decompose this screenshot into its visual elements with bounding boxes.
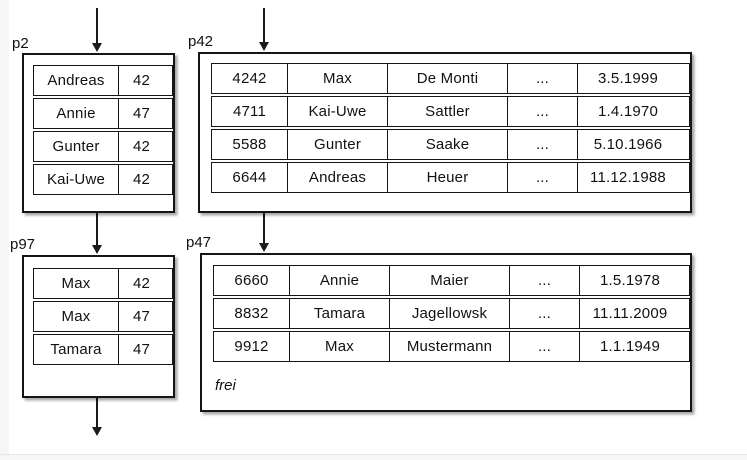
table-cell: Annie bbox=[56, 105, 96, 122]
table-cell: 11.11.2009 bbox=[579, 299, 680, 328]
table-cell: Kai-Uwe bbox=[46, 171, 106, 188]
table-cell: Tamara bbox=[289, 299, 389, 328]
bottom-page-edge bbox=[0, 454, 747, 460]
table-row: Tamara 47 bbox=[33, 334, 173, 365]
table-cell: Annie bbox=[289, 266, 389, 295]
table-cell: Sattler bbox=[387, 97, 507, 126]
table-row: Kai-Uwe 42 bbox=[33, 164, 173, 195]
table-cell: Max bbox=[287, 64, 387, 93]
table-cell: 1.5.1978 bbox=[579, 266, 680, 295]
table-cell: 42 bbox=[118, 66, 164, 95]
arrow-p2-to-p97-head-icon bbox=[92, 245, 102, 254]
arrow-top-to-p2-line bbox=[96, 8, 98, 44]
table-cell: 11.12.1988 bbox=[577, 163, 678, 192]
table-cell: ... bbox=[509, 332, 579, 361]
table-cell: Saake bbox=[387, 130, 507, 159]
arrow-p42-to-p47-head-icon bbox=[259, 243, 269, 252]
table-cell: ... bbox=[509, 266, 579, 295]
arrow-top-to-p42-line bbox=[263, 8, 265, 43]
free-space-label: frei bbox=[215, 377, 236, 394]
table-cell: Andreas bbox=[47, 72, 105, 89]
table-row: Gunter 42 bbox=[33, 131, 173, 162]
page-label-p47: p47 bbox=[186, 234, 212, 251]
table-cell: 42 bbox=[118, 165, 164, 194]
table-row: Max 42 bbox=[33, 268, 173, 299]
table-cell: Max bbox=[61, 308, 91, 325]
table-cell: ... bbox=[507, 163, 577, 192]
table-cell: Maier bbox=[389, 266, 509, 295]
table-cell: 6644 bbox=[232, 169, 267, 186]
table-cell: Mustermann bbox=[389, 332, 509, 361]
table-cell: ... bbox=[507, 130, 577, 159]
page-label-p2: p2 bbox=[12, 35, 29, 52]
table-cell: 6660 bbox=[234, 272, 269, 289]
table-cell: Gunter bbox=[287, 130, 387, 159]
table-cell: 47 bbox=[118, 99, 164, 128]
page-label-p97: p97 bbox=[10, 236, 36, 253]
table-cell: 42 bbox=[118, 269, 164, 298]
table-cell: 4242 bbox=[232, 70, 267, 87]
arrow-p97-out-head-icon bbox=[92, 427, 102, 436]
table-cell: 8832 bbox=[234, 305, 269, 322]
table-cell: Tamara bbox=[50, 341, 102, 358]
table-cell: 3.5.1999 bbox=[577, 64, 678, 93]
table-cell: Max bbox=[289, 332, 389, 361]
table-cell: Heuer bbox=[387, 163, 507, 192]
table-cell: Max bbox=[61, 275, 91, 292]
table-cell: 9912 bbox=[234, 338, 269, 355]
table-row: Max 47 bbox=[33, 301, 173, 332]
page-label-p42: p42 bbox=[188, 33, 214, 50]
table-cell: 47 bbox=[118, 302, 164, 331]
table-cell: Jagellowsk bbox=[389, 299, 509, 328]
arrow-p42-to-p47-line bbox=[263, 212, 265, 244]
table-cell: ... bbox=[509, 299, 579, 328]
table-cell: ... bbox=[507, 97, 577, 126]
table-cell: De Monti bbox=[387, 64, 507, 93]
arrow-p2-to-p97-line bbox=[96, 212, 98, 246]
arrow-top-to-p2-head-icon bbox=[92, 43, 102, 52]
table-cell: Gunter bbox=[52, 138, 100, 155]
left-page-edge bbox=[0, 0, 9, 460]
table-cell: 1.4.1970 bbox=[577, 97, 678, 126]
table-cell: 5.10.1966 bbox=[577, 130, 678, 159]
table-row: Andreas 42 bbox=[33, 65, 173, 96]
table-cell: 1.1.1949 bbox=[579, 332, 680, 361]
arrow-top-to-p42-head-icon bbox=[259, 42, 269, 51]
table-row: Annie 47 bbox=[33, 98, 173, 129]
table-cell: 42 bbox=[118, 132, 164, 161]
table-cell: ... bbox=[507, 64, 577, 93]
table-cell: Kai-Uwe bbox=[287, 97, 387, 126]
table-cell: Andreas bbox=[287, 163, 387, 192]
table-cell: 47 bbox=[118, 335, 164, 364]
table-cell: 4711 bbox=[232, 103, 267, 120]
arrow-p97-out-line bbox=[96, 397, 98, 428]
table-cell: 5588 bbox=[232, 136, 267, 153]
